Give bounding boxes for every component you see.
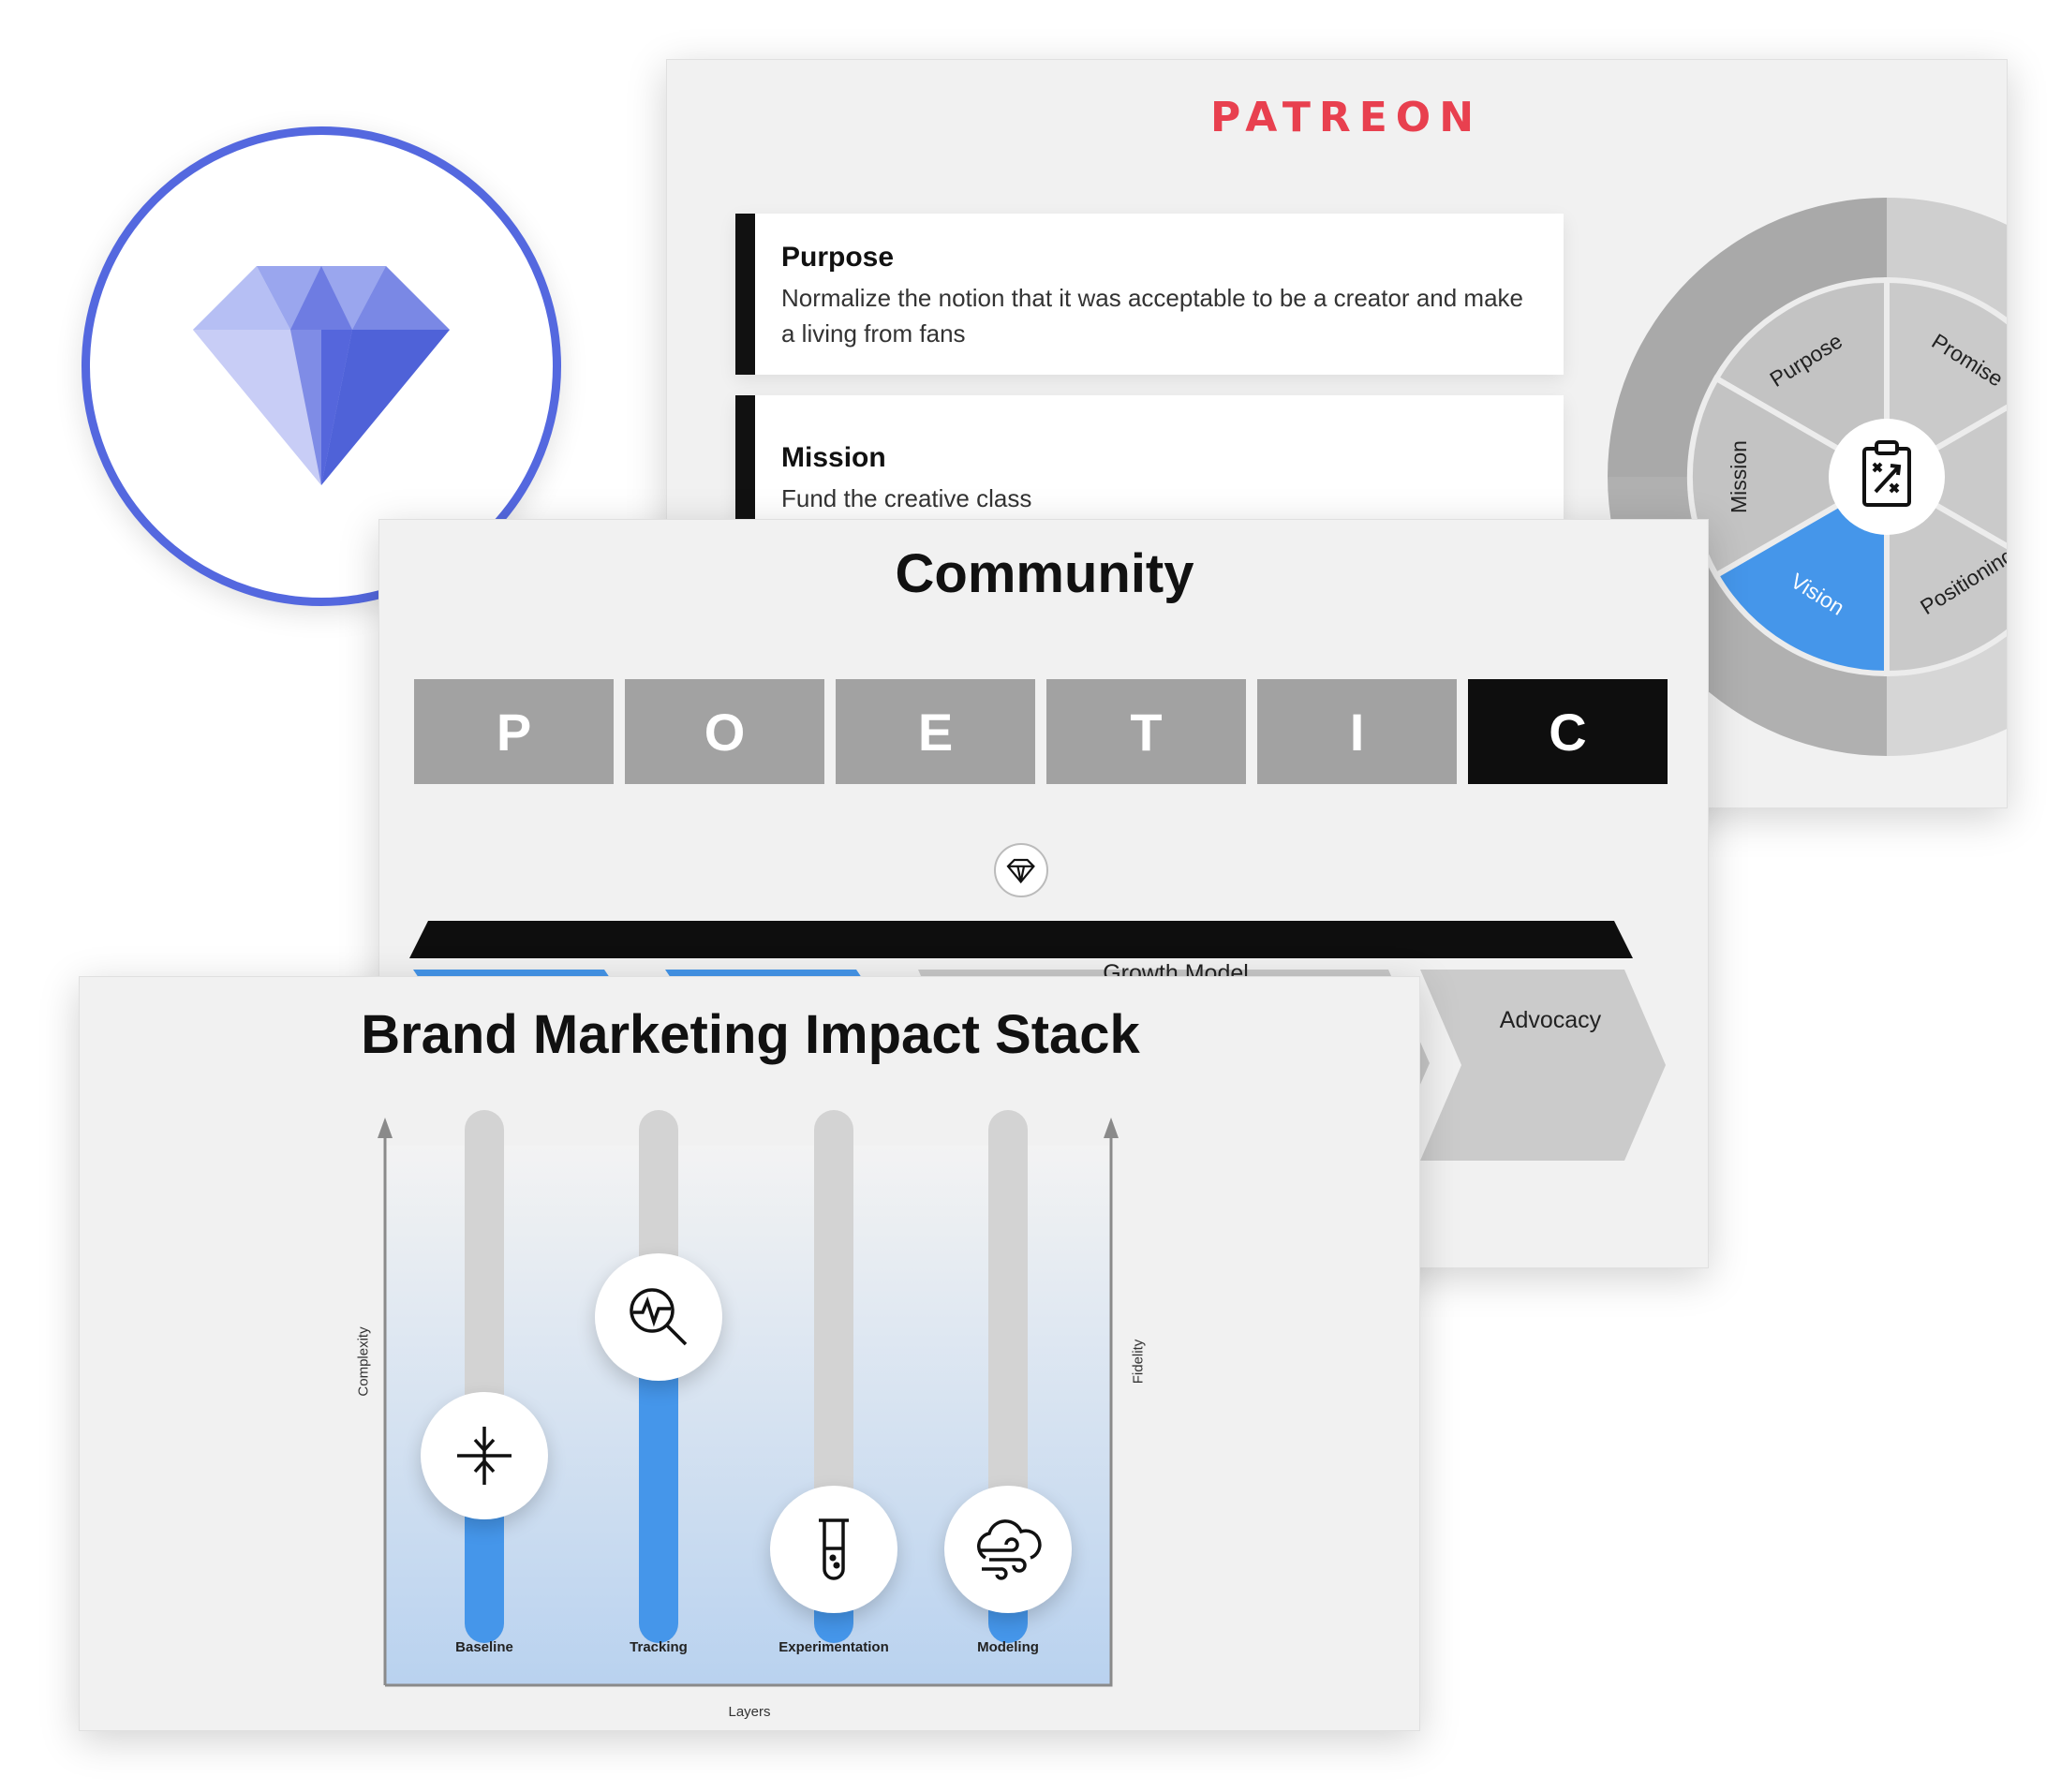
community-title: Community [895,543,1194,604]
flow-diamond-icon [1006,858,1035,884]
test-tube-icon[interactable] [770,1485,897,1613]
x-axis-label: Layers [728,1704,771,1720]
purpose-card: Purpose Normalize the notion that it was… [735,214,1564,375]
patreon-logo: PATREON [1210,94,1483,141]
diamond-icon [193,266,450,485]
poetic-box-o[interactable]: O [625,679,824,784]
y-axis-right-label: Fidelity [1130,1339,1147,1385]
wheel-segment-vision[interactable] [1712,471,1890,677]
poetic-box-c[interactable]: C [1468,679,1668,784]
clipboard-strategy-icon [1862,440,1911,507]
wheel-segment-purpose[interactable] [1712,276,1890,482]
wheel-outer-ring-right-top [1887,198,2007,321]
flow-chevron-advocacy[interactable] [1420,970,1666,1161]
poetic-box-p[interactable]: P [414,679,614,784]
purpose-card-title: Purpose [781,242,895,273]
purpose-card-body: Normalize the notion that it was accepta… [781,284,1523,348]
wheel-center [1829,419,1945,535]
flow-band [409,921,1633,958]
brand-wheel: Purpose Promise Positioning Vision Missi… [1608,198,2007,756]
impact-stack-chart [378,1110,1119,1687]
flow-label-advocacy: Advocacy [1499,1007,1602,1033]
mission-card-body: Fund the creative class [781,484,1032,512]
wheel-label-mission: Mission [1727,440,1751,513]
cloud-wind-icon[interactable] [944,1485,1072,1613]
layer-label-tracking: Tracking [630,1639,688,1655]
mission-card-title: Mission [781,442,886,473]
layer-label-experimentation: Experimentation [778,1639,889,1655]
search-pulse-icon[interactable] [595,1253,722,1382]
poetic-box-i[interactable]: I [1257,679,1457,784]
flow-marker [994,843,1048,897]
poetic-box-t[interactable]: T [1046,679,1246,784]
layer-label-modeling: Modeling [977,1639,1039,1655]
right-axis-arrow [1104,1118,1119,1138]
left-axis-arrow [378,1118,393,1138]
impact-stack-title: Brand Marketing Impact Stack [361,1004,1140,1065]
stack-axes [383,1127,1113,1687]
compress-arrows-icon[interactable] [421,1391,548,1519]
y-axis-left-label: Complexity [355,1326,372,1397]
wheel-segment-right [1880,404,2007,550]
poetic-box-e[interactable]: E [836,679,1035,784]
wheel-outer-ring-right-bottom [1887,632,2007,756]
poetic-row: P O E T I C [414,679,1668,784]
layer-label-baseline: Baseline [455,1639,513,1655]
impact-stack-slide: Brand Marketing Impact Stack Baseline Tra… [79,976,1420,1731]
